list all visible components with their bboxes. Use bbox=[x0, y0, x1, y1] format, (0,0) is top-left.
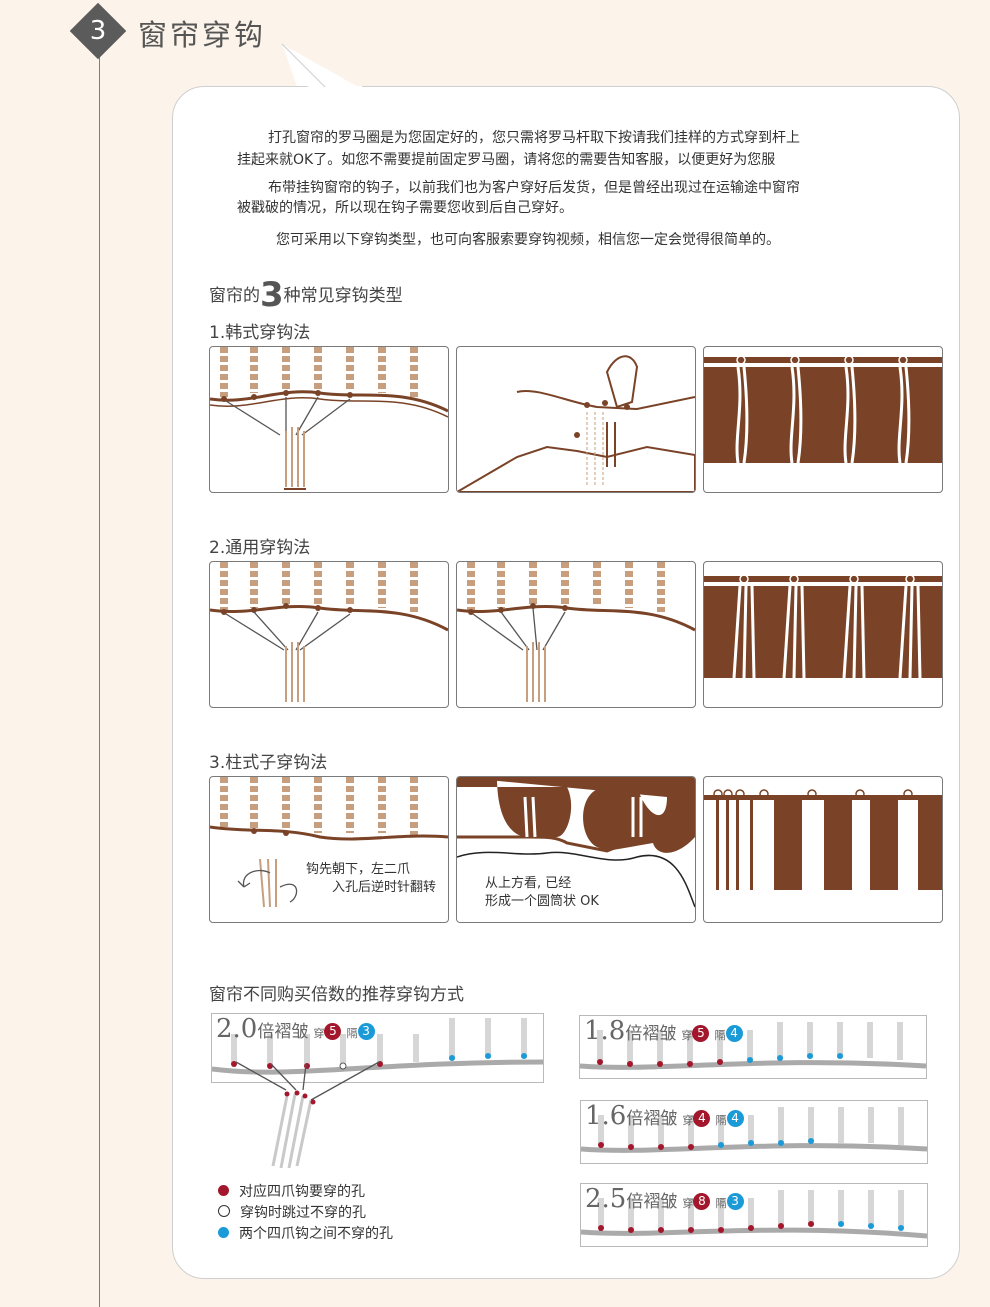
ratio-2-0-through-count: 5 bbox=[324, 1023, 342, 1040]
method-3-title: 3.柱式子穿钩法 bbox=[209, 753, 328, 773]
method-3-note1-line2: 入孔后逆时针翻转 bbox=[332, 880, 437, 895]
ratio-2-5-num: 2.5 bbox=[585, 1184, 627, 1214]
method-3-note1-line1: 钩先朝下，左二爪 bbox=[306, 862, 411, 877]
method-2-hook-illustration-a bbox=[210, 562, 448, 702]
method-1-result-illustration bbox=[704, 355, 942, 464]
ratio-2-5-illustration bbox=[581, 1190, 927, 1239]
legend-item-red: 对应四爪钩要穿的孔 bbox=[218, 1181, 365, 1201]
ratio-2-5-through-label: 穿 bbox=[682, 1197, 694, 1210]
legend-item-blue: 两个四爪钩之间不穿的孔 bbox=[218, 1223, 393, 1243]
ratio-2-0-through-label: 穿 bbox=[313, 1027, 325, 1040]
blue-dot-icon bbox=[218, 1227, 229, 1238]
ratio-1-6-illustration bbox=[581, 1107, 927, 1153]
intro-p2-line2: 被戳破的情况，所以现在钩子需要您收到后自己穿好。 bbox=[237, 200, 573, 216]
types-heading-suffix: 种常见穿钩类型 bbox=[283, 286, 403, 306]
intro-p1-line1: 打孔窗帘的罗马圈是为您固定好的，您只需将罗马杆取下按请我们挂样的方式穿到杆上 bbox=[268, 130, 800, 146]
intro-p1-line2: 挂起来就OK了。如您不需要提前固定罗马圈，请将您的需要告知客服，以便更好为您服 bbox=[237, 152, 776, 168]
legend-item-white: 穿钩时跳过不穿的孔 bbox=[218, 1202, 366, 1222]
ratio-1-6-text: 倍褶皱 bbox=[626, 1109, 678, 1129]
method-2-result-panel bbox=[703, 561, 943, 708]
method-3-note2-line1: 从上方看, 已经 bbox=[485, 876, 572, 891]
method-2-hook-panel-a bbox=[209, 561, 449, 708]
ratio-1-8-text: 倍褶皱 bbox=[625, 1024, 677, 1044]
method-1-detail-illustration bbox=[457, 355, 695, 492]
method-3-hook-panel: 钩先朝下，左二爪 入孔后逆时针翻转 bbox=[209, 776, 449, 923]
method-3-detail-panel: 从上方看, 已经 形成一个圆筒状 OK bbox=[456, 776, 696, 923]
ratio-1-8-illustration bbox=[580, 1022, 926, 1070]
ratio-2-0-gap-label: 隔 bbox=[346, 1027, 358, 1040]
method-3-result-illustration bbox=[704, 789, 942, 890]
legend-blue-text: 两个四爪钩之间不穿的孔 bbox=[239, 1226, 393, 1242]
ratio-1-6-through-count: 4 bbox=[693, 1110, 711, 1127]
types-heading-number: 3 bbox=[260, 275, 284, 315]
speech-bubble-tail-top bbox=[281, 43, 362, 90]
section-title: 窗帘穿钩 bbox=[138, 18, 267, 52]
method-2-title: 2.通用穿钩法 bbox=[209, 538, 311, 558]
ratio-1-6-num: 1.6 bbox=[585, 1101, 627, 1131]
empty-circle-icon bbox=[218, 1205, 230, 1217]
ratio-2-5-through-count: 8 bbox=[693, 1193, 711, 1210]
timeline-line bbox=[99, 40, 100, 1307]
ratio-2-0-num: 2.0 bbox=[216, 1014, 258, 1044]
method-1-hook-panel bbox=[209, 346, 449, 493]
ratio-2-0-gap-count: 3 bbox=[357, 1023, 375, 1040]
legend-red-text: 对应四爪钩要穿的孔 bbox=[239, 1184, 365, 1200]
ratio-2-5-text: 倍褶皱 bbox=[626, 1192, 678, 1212]
red-dot-icon bbox=[218, 1185, 229, 1196]
ratio-1-8-gap-label: 隔 bbox=[714, 1029, 726, 1042]
ratio-1-6-through-label: 穿 bbox=[682, 1114, 694, 1127]
types-heading-prefix: 窗帘的 bbox=[209, 286, 260, 306]
method-2-hook-illustration-b bbox=[457, 562, 695, 702]
ratio-2-0-illustration bbox=[212, 1018, 543, 1075]
ratio-1-8-through-count: 5 bbox=[692, 1025, 710, 1042]
ratio-1-6-gap-count: 4 bbox=[726, 1110, 744, 1127]
method-1-detail-panel bbox=[456, 346, 696, 493]
ratio-1-8-gap-count: 4 bbox=[725, 1025, 743, 1042]
ratio-1-8-through-label: 穿 bbox=[681, 1029, 693, 1042]
method-3-note2-line2: 形成一个圆筒状 OK bbox=[485, 894, 599, 909]
section-number: 3 bbox=[89, 16, 107, 46]
ratio-1-8-num: 1.8 bbox=[584, 1016, 626, 1046]
method-3-result-panel bbox=[703, 776, 943, 923]
intro-p2-line1: 布带挂钩窗帘的钩子，以前我们也为客户穿好后发货，但是曾经出现过在运输途中窗帘 bbox=[268, 180, 800, 196]
ratio-2-0-text: 倍褶皱 bbox=[257, 1022, 309, 1042]
method-2-hook-panel-b bbox=[456, 561, 696, 708]
ratio-2-5-gap-count: 3 bbox=[726, 1193, 744, 1210]
ratio-2-5-gap-label: 隔 bbox=[715, 1197, 727, 1210]
method-3-detail-illustration bbox=[457, 777, 695, 908]
method-3-hook-illustration bbox=[210, 777, 448, 908]
ratio-2-0-hook-illustration bbox=[235, 1061, 380, 1169]
legend-white-text: 穿钩时跳过不穿的孔 bbox=[240, 1205, 366, 1221]
method-1-title: 1.韩式穿钩法 bbox=[209, 323, 311, 343]
ratio-1-6-gap-label: 隔 bbox=[715, 1114, 727, 1127]
method-1-result-panel bbox=[703, 346, 943, 493]
recommend-heading: 窗帘不同购买倍数的推荐穿钩方式 bbox=[209, 985, 464, 1005]
method-2-result-illustration bbox=[704, 574, 942, 679]
method-1-hook-illustration bbox=[210, 347, 448, 490]
types-heading: 窗帘的3种常见穿钩类型 bbox=[209, 275, 403, 315]
intro-p3: 您可采用以下穿钩类型，也可向客服索要穿钩视频，相信您一定会觉得很简单的。 bbox=[276, 232, 780, 248]
